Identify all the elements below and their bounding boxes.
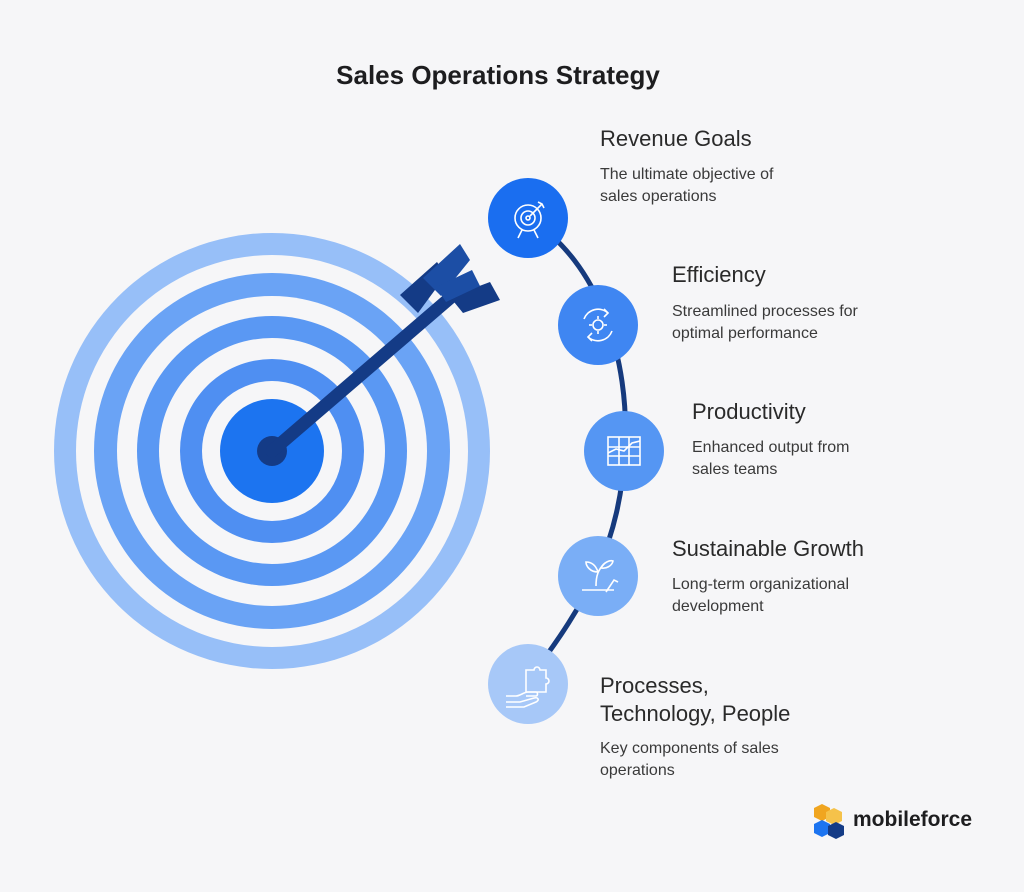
item-description: Key components of sales operations xyxy=(600,738,779,782)
item-title: Processes, Technology, People xyxy=(600,672,790,728)
item-description-line: sales teams xyxy=(692,461,778,478)
page-title: Sales Operations Strategy xyxy=(336,60,660,90)
puzzle-hand-icon xyxy=(506,666,550,708)
item-title: Productivity xyxy=(692,398,806,426)
item-title: Sustainable Growth xyxy=(672,535,864,563)
item-description-line: sales operations xyxy=(600,188,717,205)
item-description-line: Long-term organizational xyxy=(672,576,849,593)
gear-cycle-icon xyxy=(583,308,613,342)
item-description: Streamlined processes for optimal perform… xyxy=(672,301,858,345)
item-description: Long-term organizational development xyxy=(672,574,849,618)
mobileforce-logo-icon xyxy=(814,804,844,839)
timeline-nodes xyxy=(488,178,664,724)
item-title: Revenue Goals xyxy=(600,125,752,153)
item-description: The ultimate objective of sales operation… xyxy=(600,164,773,208)
timeline-node-1 xyxy=(488,178,568,258)
arrow-fletch-4 xyxy=(436,270,480,302)
timeline-node-2 xyxy=(558,285,638,365)
item-title: Efficiency xyxy=(672,261,766,289)
item-description: Enhanced output from sales teams xyxy=(692,437,849,481)
item-description-line: operations xyxy=(600,762,675,779)
target-icon xyxy=(514,201,545,239)
plant-hand-icon xyxy=(582,559,619,593)
item-description-line: Streamlined processes for xyxy=(672,303,858,320)
item-description-line: Enhanced output from xyxy=(692,439,850,456)
item-title-line: Processes, xyxy=(600,673,709,698)
item-description-line: Key components of sales xyxy=(600,740,779,757)
arrow-fletch-3 xyxy=(450,282,500,313)
item-title-line: Sustainable Growth xyxy=(672,536,864,561)
arrow-fletch-2 xyxy=(423,244,470,296)
item-description-line: The ultimate objective of xyxy=(600,166,774,183)
chart-grid-icon xyxy=(607,436,641,466)
item-title-line: Productivity xyxy=(692,399,806,424)
arrow-shaft xyxy=(265,291,457,458)
timeline-node-5 xyxy=(488,644,568,724)
item-title-line: Technology, People xyxy=(600,701,791,726)
item-title-line: Efficiency xyxy=(672,262,766,287)
item-title-line: Revenue Goals xyxy=(600,126,752,151)
arrow-graphic xyxy=(265,244,500,458)
item-description-line: development xyxy=(672,598,764,615)
logo-text: mobileforce xyxy=(853,808,973,831)
item-description-line: optimal performance xyxy=(672,325,818,342)
